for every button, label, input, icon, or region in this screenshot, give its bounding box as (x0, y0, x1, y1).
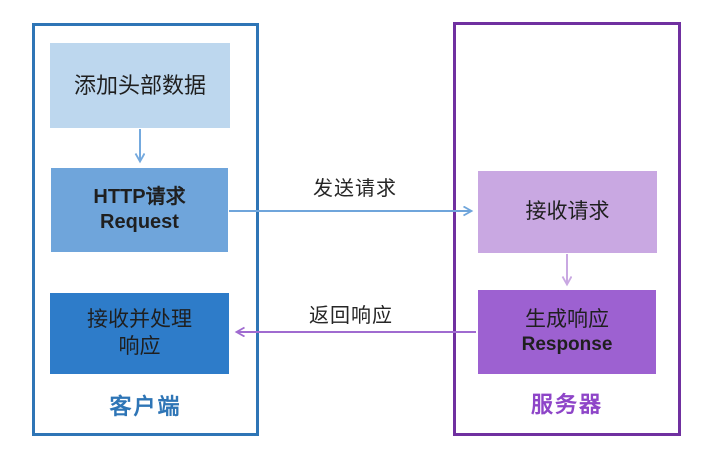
receive-process-box: 接收并处理 响应 (50, 293, 229, 374)
http-request-box: HTTP请求 Request (51, 168, 228, 252)
receive-request-text: 接收请求 (525, 199, 610, 223)
generate-response-box: 生成响应 Response (478, 290, 656, 374)
add-header-box: 添加头部数据 (50, 43, 230, 128)
generate-response-line2: Response (521, 334, 613, 356)
http-request-line2: Request (100, 211, 179, 233)
return-response-label: 返回响应 (309, 305, 393, 327)
generate-response-line1: 生成响应 (525, 308, 609, 331)
http-request-line1: HTTP请求 (93, 186, 186, 208)
add-header-text: 添加头部数据 (73, 72, 206, 98)
receive-request-box: 接收请求 (478, 171, 657, 253)
receive-process-line2: 响应 (118, 334, 161, 358)
client-label: 客户端 (109, 394, 182, 419)
send-request-label: 发送请求 (313, 178, 397, 200)
client-container: 客户端 (32, 23, 259, 436)
server-label: 服务器 (530, 392, 603, 417)
receive-process-line1: 接收并处理 (87, 308, 192, 332)
server-container: 服务器 (453, 22, 681, 436)
